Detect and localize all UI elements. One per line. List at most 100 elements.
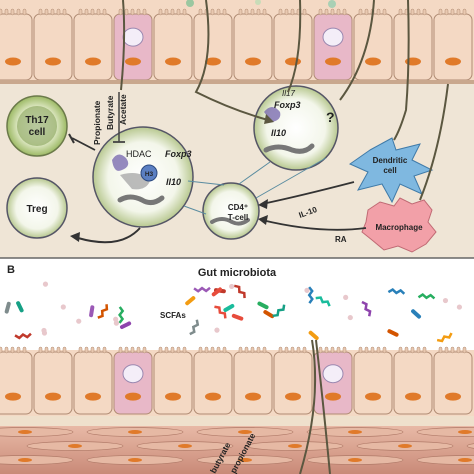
- bacterium-chain: [417, 293, 436, 300]
- cell-nucleus: [405, 392, 421, 401]
- question-mark: ?: [326, 109, 335, 125]
- microvillus: [222, 8, 227, 16]
- microvillus: [44, 8, 49, 16]
- propionate-label: Propionate: [92, 100, 102, 145]
- muscle-nucleus: [178, 444, 192, 448]
- microvillus: [38, 346, 43, 354]
- microvillus: [318, 8, 323, 16]
- epithelial-cell: [393, 351, 433, 415]
- microvillus: [118, 346, 123, 354]
- cd4-label-line1: CD4⁺: [228, 203, 248, 212]
- muscle-nucleus: [458, 430, 472, 434]
- bacterium-chain: [118, 306, 125, 324]
- microvillus: [250, 8, 255, 16]
- microvillus: [284, 8, 289, 16]
- epithelial-cell: [193, 13, 233, 81]
- microvillus: [284, 346, 289, 354]
- scfa-droplet: [442, 297, 449, 304]
- microvillus: [358, 346, 363, 354]
- bacterium-rod: [223, 303, 235, 312]
- mucus-granule: [322, 364, 344, 384]
- scfa-droplet: [113, 320, 120, 326]
- microvillus: [182, 8, 187, 16]
- microvillus: [416, 346, 421, 354]
- microvillus: [462, 346, 467, 354]
- foxp3-label-left: Foxp3: [165, 149, 192, 159]
- microvillus: [216, 8, 221, 16]
- treg-cell: Treg: [6, 177, 68, 239]
- epithelial-cell: [313, 13, 353, 81]
- epithelial-cell: [73, 13, 113, 81]
- mucus-granule: [122, 27, 144, 47]
- macrophage-label: Macrophage: [375, 223, 423, 232]
- cell-nucleus: [245, 392, 261, 401]
- microvillus: [90, 8, 95, 16]
- epithelial-cell: [353, 351, 393, 415]
- scfa-droplet: [76, 318, 82, 324]
- microbes-layer: [4, 281, 463, 343]
- bacterium-rod: [263, 310, 275, 319]
- microvillus: [84, 346, 89, 354]
- muscle-nucleus: [458, 458, 472, 462]
- cell-nucleus: [125, 57, 141, 66]
- bacterium-rod: [16, 301, 24, 313]
- zoom-line: [183, 205, 207, 215]
- microvillus: [16, 346, 21, 354]
- fiber: [419, 83, 449, 201]
- microvillus: [198, 346, 203, 354]
- microvillus: [22, 346, 27, 354]
- microvillus: [456, 8, 461, 16]
- microvillus: [336, 8, 341, 16]
- bacterium-chain: [315, 296, 331, 307]
- bacterium-rod: [411, 309, 422, 319]
- microvillus: [44, 346, 49, 354]
- cell-nucleus: [85, 392, 101, 401]
- microvillus: [376, 8, 381, 16]
- th17-cell: Th17 cell: [6, 95, 68, 157]
- cell-nucleus: [85, 57, 101, 66]
- microvillus: [450, 8, 455, 16]
- muscle-nucleus: [348, 458, 362, 462]
- muscle-nucleus: [68, 444, 82, 448]
- microvillus: [62, 8, 67, 16]
- smooth-muscle-cell: [416, 427, 474, 437]
- microvillus: [176, 346, 181, 354]
- epithelial-cell: [33, 13, 73, 81]
- cell-nucleus: [445, 57, 461, 66]
- microvillus: [10, 346, 15, 354]
- microvillus: [96, 8, 101, 16]
- microvillus: [204, 346, 209, 354]
- epithelial-cell: [33, 351, 73, 415]
- microvillus: [50, 346, 55, 354]
- microvillus: [278, 346, 283, 354]
- microvillus: [10, 8, 15, 16]
- bacterium-rod: [89, 305, 95, 318]
- microvillus: [244, 346, 249, 354]
- epithelial-cell: [113, 13, 153, 81]
- nucleus-cell-left: H3 HDAC Foxp3 Il10: [92, 126, 194, 228]
- microvillus: [376, 346, 381, 354]
- microvillus: [136, 346, 141, 354]
- bacterium-chain: [361, 300, 372, 317]
- epithelial-cell: [153, 351, 193, 415]
- dendritic-label-line2: cell: [383, 166, 396, 175]
- microvillus: [0, 8, 3, 16]
- cell-nucleus: [245, 57, 261, 66]
- fiber: [120, 0, 126, 91]
- th17-label-line1: Th17: [25, 115, 49, 126]
- scfa-droplet: [229, 283, 235, 290]
- microvillus: [210, 346, 215, 354]
- cell-nucleus: [205, 57, 221, 66]
- bacterium-chain: [214, 305, 227, 319]
- microvillus: [398, 346, 403, 354]
- bacterium-rod: [185, 296, 196, 306]
- microvillus: [330, 8, 335, 16]
- epithelial-cell: [233, 351, 273, 415]
- smooth-muscle-cell: [466, 443, 474, 449]
- cd4-label-line2: T-cell: [228, 213, 248, 222]
- microvillus: [358, 8, 363, 16]
- epithelial-cells-top: [0, 8, 473, 81]
- epithelial-cell: [153, 13, 193, 81]
- epithelial-cell: [433, 351, 473, 415]
